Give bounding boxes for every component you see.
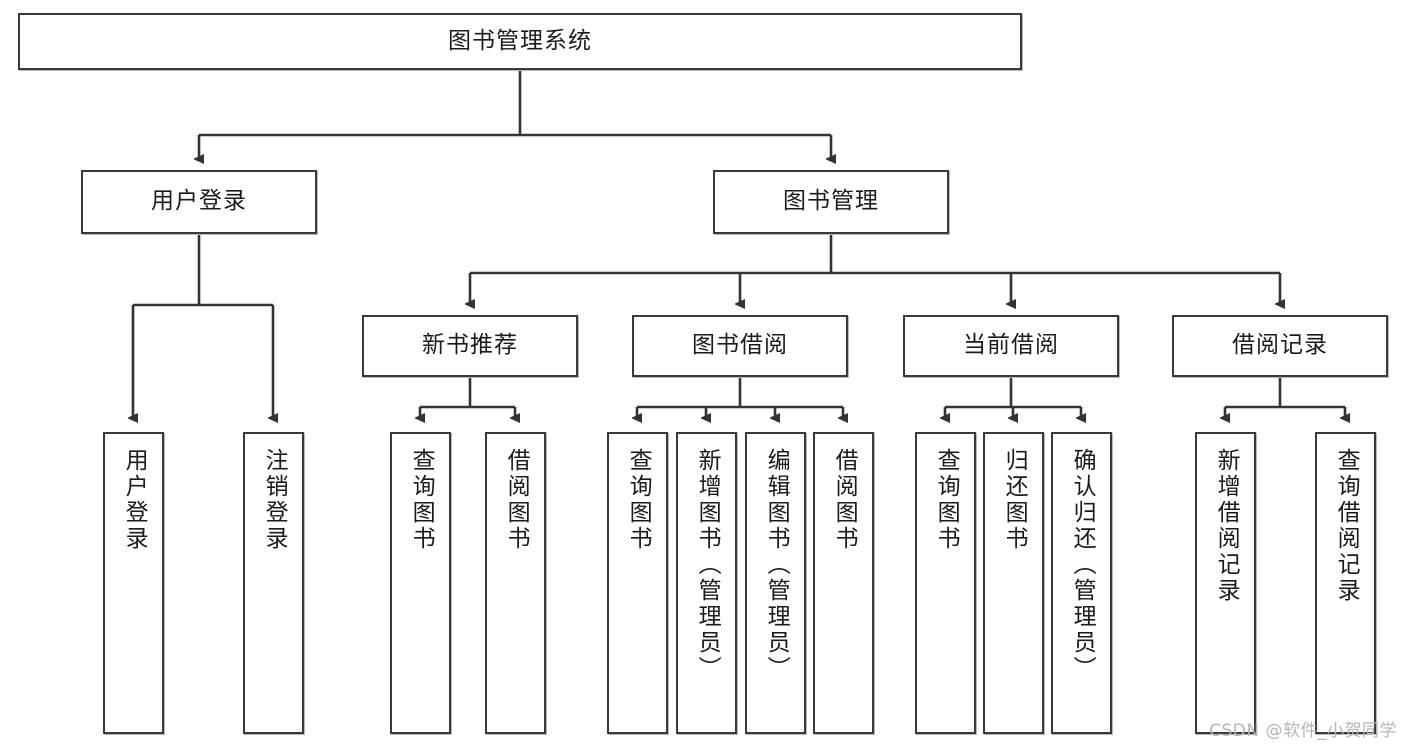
node-label: 查询图书 [625,448,652,552]
node-label: 借阅图书 [503,448,530,552]
node-label: 图书管理 [783,188,879,215]
node-label: 借阅图书 [831,448,858,552]
node-root-book-management-system[interactable]: 图书管理系统 [18,13,1022,70]
leaf-borrow-record-add-record[interactable]: 新增借阅记录 [1195,432,1256,734]
csdn-watermark: CSDN @软件_小贺同学 [1209,721,1397,741]
node-label: 图书管理系统 [448,27,592,54]
node-label: 查询图书 [933,448,960,552]
leaf-user-login-logout[interactable]: 注销登录 [243,432,304,734]
node-borrow-record[interactable]: 借阅记录 [1172,315,1388,377]
node-label: 查询借阅记录 [1333,448,1360,604]
leaf-book-borrow-edit-book-admin[interactable]: 编辑图书（管理员） [745,432,806,734]
node-label: 用户登录 [151,188,247,215]
node-label: 新增图书（管理员） [694,448,721,682]
leaf-borrow-record-query-record[interactable]: 查询借阅记录 [1315,432,1376,734]
node-current-borrow[interactable]: 当前借阅 [903,315,1119,377]
node-label: 确认归还（管理员） [1069,448,1096,682]
node-book-management[interactable]: 图书管理 [713,170,949,234]
node-label: 当前借阅 [963,332,1059,359]
leaf-current-borrow-return-book[interactable]: 归还图书 [983,432,1044,734]
leaf-book-borrow-borrow-book[interactable]: 借阅图书 [813,432,874,734]
leaf-current-borrow-confirm-return-admin[interactable]: 确认归还（管理员） [1051,432,1112,734]
leaf-book-borrow-add-book-admin[interactable]: 新增图书（管理员） [676,432,737,734]
node-book-borrow[interactable]: 图书借阅 [632,315,848,377]
node-user-login[interactable]: 用户登录 [81,170,317,234]
leaf-new-book-query-book[interactable]: 查询图书 [390,432,451,734]
node-label: 查询图书 [408,448,435,552]
node-label: 借阅记录 [1232,332,1328,359]
node-label: 用户登录 [121,448,148,552]
node-label: 图书借阅 [692,332,788,359]
node-label: 编辑图书（管理员） [763,448,790,682]
leaf-current-borrow-query-book[interactable]: 查询图书 [915,432,976,734]
node-label: 归还图书 [1001,448,1028,552]
leaf-user-login-login[interactable]: 用户登录 [103,432,164,734]
node-label: 注销登录 [261,448,288,552]
leaf-book-borrow-query-book[interactable]: 查询图书 [607,432,668,734]
node-new-book-recommend[interactable]: 新书推荐 [362,315,578,377]
node-label: 新增借阅记录 [1213,448,1240,604]
node-label: 新书推荐 [422,332,518,359]
leaf-new-book-borrow-book[interactable]: 借阅图书 [485,432,546,734]
